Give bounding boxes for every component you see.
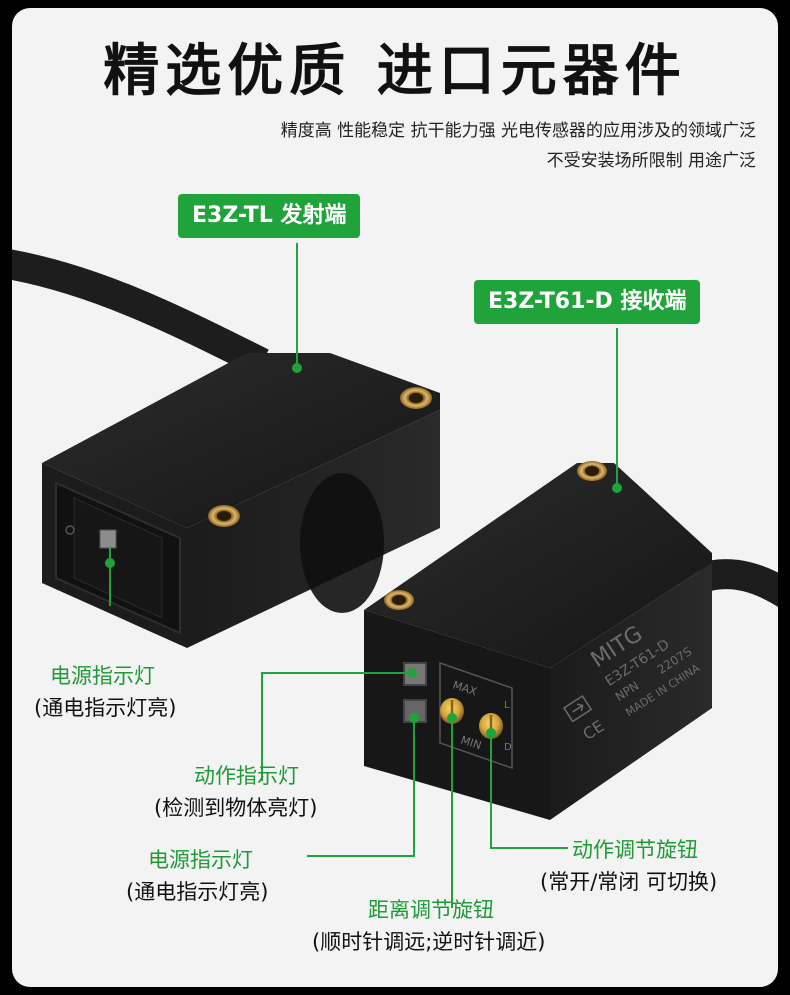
right-power-indicator-desc: (通电指示灯亮) (126, 880, 269, 904)
subtitle-line-2: 不受安装场所限制 用途广泛 (546, 151, 756, 171)
mode-knob-desc: (常开/常闭 可切换) (540, 870, 718, 894)
action-indicator-desc: (检测到物体亮灯) (154, 796, 318, 820)
l-marking: L (504, 700, 510, 711)
product-card: 精选优质 进口元器件 精度高 性能稳定 抗干能力强 光电传感器的应用涉及的领域广… (12, 8, 778, 987)
distance-knob-desc: (顺时针调远;逆时针调近) (312, 930, 546, 954)
emitter-power-led (99, 529, 117, 549)
left-power-indicator-label: 电源指示灯 (50, 664, 155, 688)
receiver-tag: E3Z-T61-D 接收端 (474, 280, 701, 324)
sensor-illustration: MAX MIN L D MITG E3Z-T61-D NPN 2207S MAD… (12, 243, 778, 908)
action-indicator-label: 动作指示灯 (194, 764, 299, 788)
leader-lines (109, 243, 618, 908)
distance-knob-label: 距离调节旋钮 (368, 898, 494, 922)
d-marking: D (504, 742, 512, 753)
emitter-tag: E3Z-TL 发射端 (178, 194, 361, 238)
subtitle-line-1: 精度高 性能稳定 抗干能力强 光电传感器的应用涉及的领域广泛 (280, 121, 756, 141)
leader-dots (105, 363, 622, 738)
emitter-cable (12, 249, 269, 377)
right-power-indicator-label: 电源指示灯 (148, 848, 253, 872)
receiver-sensor: MAX MIN L D MITG E3Z-T61-D NPN 2207S MAD… (364, 461, 712, 820)
mode-knob-label: 动作调节旋钮 (572, 838, 698, 862)
emitter-sensor (42, 353, 440, 648)
min-marking: MIN (459, 733, 483, 752)
page-title: 精选优质 进口元器件 (103, 39, 687, 104)
left-power-indicator-desc: (通电指示灯亮) (34, 696, 177, 720)
receiver-cable (697, 559, 778, 607)
